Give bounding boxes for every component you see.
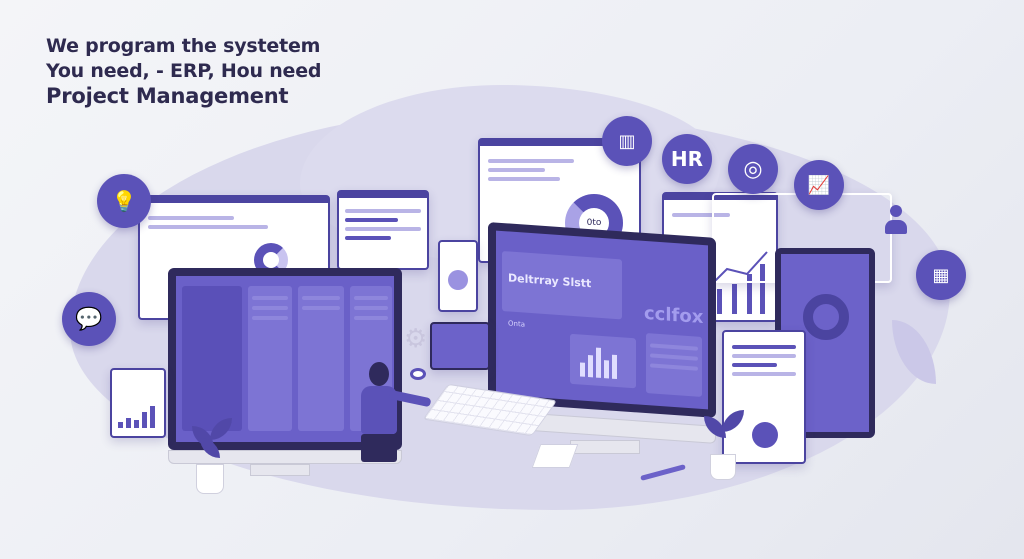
main-screen-title: Deltrray Slstt: [508, 271, 592, 291]
tablet: [430, 322, 490, 370]
profile-card: [722, 330, 806, 464]
left-monitor-stand: [250, 464, 310, 476]
donut-label: 0to: [586, 218, 602, 228]
plant-left: [188, 418, 238, 498]
gear-icon: ⚙: [404, 324, 428, 354]
left-monitor: [168, 268, 402, 450]
headline-line-2: You need, - ERP, Hou need: [46, 60, 322, 82]
main-monitor-stand: [570, 440, 640, 454]
target-icon: ◎: [728, 144, 778, 194]
hr-icon: HR: [662, 134, 712, 184]
user-icon: [752, 422, 778, 448]
person-illustration: [355, 362, 435, 462]
headline-line-3: Project Management: [46, 84, 289, 108]
hr-label: HR: [670, 147, 704, 171]
left-monitor-chin: [168, 450, 402, 464]
lightbulb-icon: 💡: [97, 174, 151, 228]
main-screen-small: Onta: [508, 319, 525, 329]
chat-user-icon: 💬: [62, 292, 116, 346]
main-monitor: Deltrray Slstt Onta cclfox: [488, 222, 716, 418]
small-chart-card: [110, 368, 166, 438]
list-screen: [337, 190, 429, 270]
id-card: [438, 240, 478, 312]
headline: We program the systetem You need, - ERP,…: [46, 34, 322, 109]
headline-line-1: We program the systetem: [46, 35, 321, 57]
plant-right: [700, 410, 750, 480]
bar-chart-icon: ▥: [602, 116, 652, 166]
main-screen-brand: cclfox: [644, 302, 704, 329]
mouse: [410, 368, 426, 380]
calendar-icon: ▦: [916, 250, 966, 300]
user-icon-small: [884, 205, 908, 239]
growth-chart-icon: 📈: [794, 160, 844, 210]
